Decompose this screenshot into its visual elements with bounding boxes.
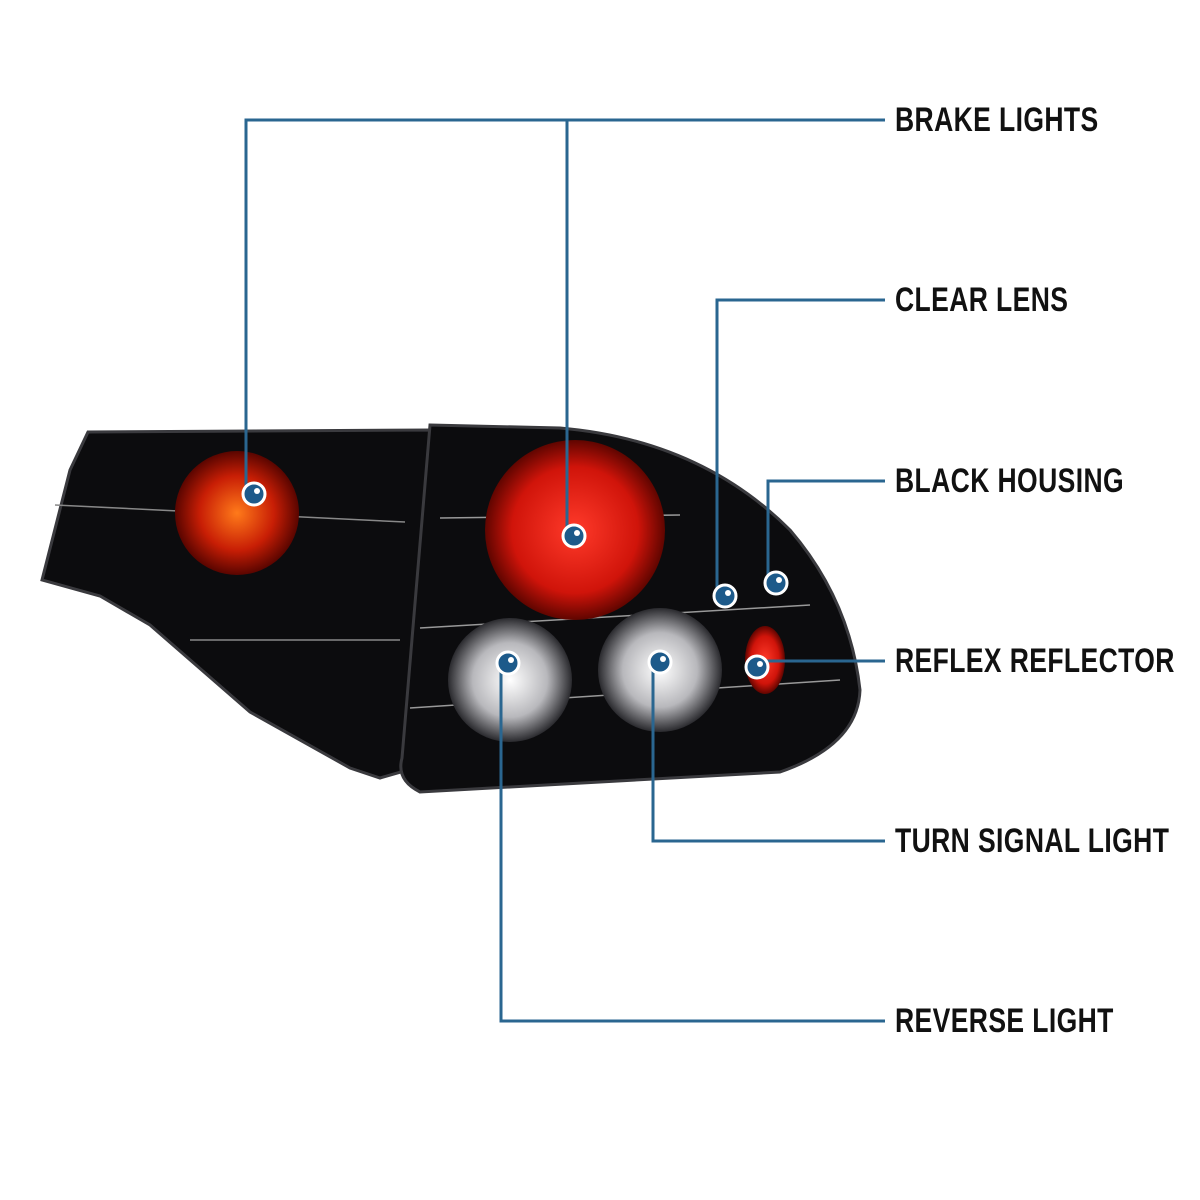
label-clear-lens: CLEAR LENS — [895, 281, 1069, 319]
label-brake-lights: BRAKE LIGHTS — [895, 101, 1099, 139]
reverse-lens — [448, 618, 572, 742]
callout-dots — [241, 481, 789, 680]
label-reverse-light: REVERSE LIGHT — [895, 1002, 1114, 1040]
label-reflex-reflector: REFLEX REFLECTOR — [895, 642, 1175, 680]
left-brake-lens — [175, 451, 299, 575]
callout-lines — [244, 118, 885, 1023]
trunk-lamp-housing — [40, 428, 446, 780]
label-turn-signal-light: TURN SIGNAL LIGHT — [895, 822, 1170, 860]
label-black-housing: BLACK HOUSING — [895, 462, 1125, 500]
